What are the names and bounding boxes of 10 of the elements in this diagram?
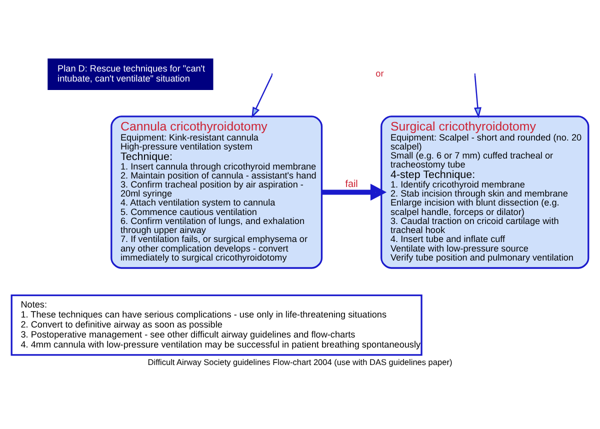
caption: Difficult Airway Society guidelines Flow-chart 2004 (use with DAS guidelines paper) <box>148 357 452 366</box>
arrow <box>322 183 387 200</box>
arrow <box>474 74 482 118</box>
node-box: Plan D: Rescue techniques for "can't intubate, can't ventilate" situation <box>48 58 214 90</box>
edge-label: fail <box>345 178 358 190</box>
node-box: Cannula cricothyroidotomy Equipment: Kink-resistant cannula High-pressure ventilation system Technique: 1. Insert cannula through cricothyroid membrane 2. Maintain position of cannula - assistant's hand 3. Confirm tracheal position by air aspiration - 20ml syringe 4. Attach ventilation system to cannula 5. Commence cautious ventilation 6. Confirm ventilation of lungs, and exhalation through upper airway 7. If ventilation fails, or surgical emphysema or any other complication develops - convert immediately to surgical cricothyroidotomy <box>110 115 323 268</box>
label: or <box>376 68 384 78</box>
node-box: Notes: 1. These techniques can have serious complications - use only in life-threatening situations 2. Convert to definitive airway as soon as possible 3. Postoperative management - see other difficult airway guidelines and flow-charts 4. 4mm cannula with low-pressure ventilation may be successful in patient breathing spontaneously <box>10 294 422 356</box>
node-box: Surgical cricothyroidotomy Equipment: Scalpel - short and rounded (no. 20 scalpel) Small (e.g. 6 or 7 mm) cuffed tracheal or tracheostomy tube 4-step Technique: 1. Identify cricothyroid membrane 2. Stab incision through skin and membrane Enlarge incision with blunt dissection (e.g. scalpel handle, forceps or dilator) 3. Caudal traction on cricoid cartilage with tracheal hook 4. Insert tube and inflate cuff Ventilate with low-pressure source Verify tube position and pulmonary ventilation <box>380 115 590 268</box>
arrow <box>252 74 273 118</box>
